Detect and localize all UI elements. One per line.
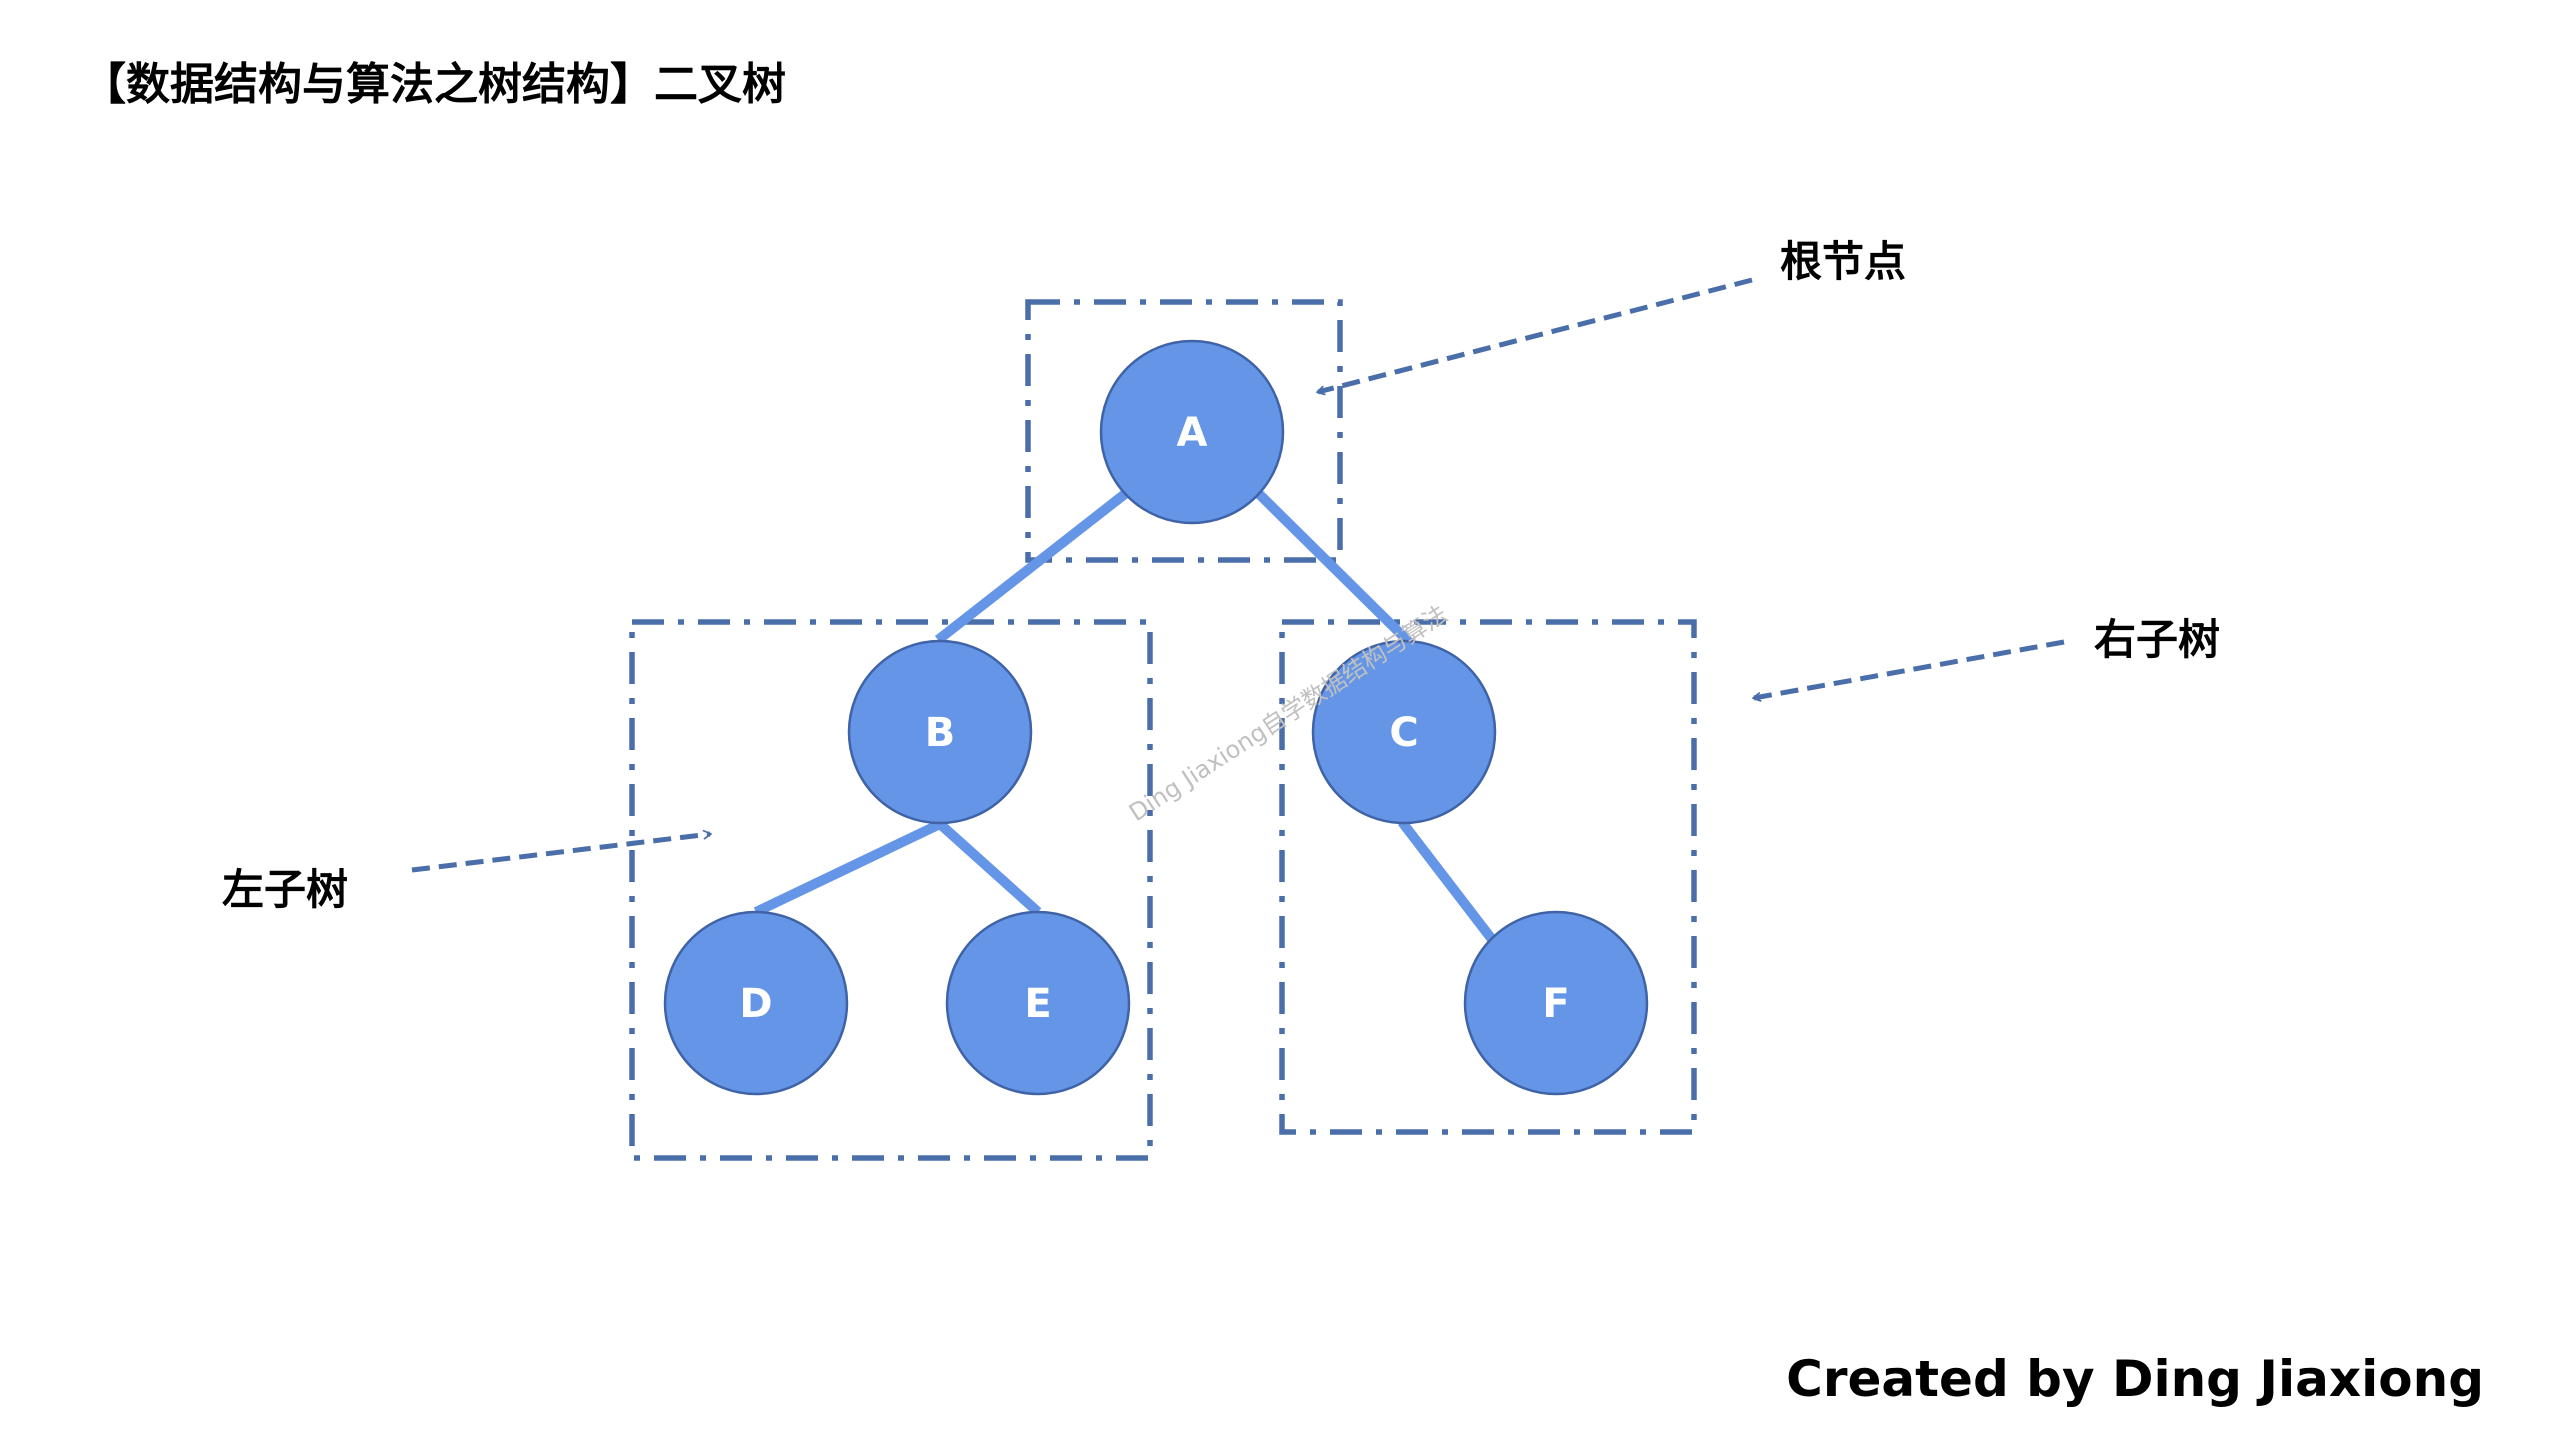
edge-a-c bbox=[1251, 486, 1416, 649]
edge-c-f bbox=[1398, 818, 1498, 946]
node-label-f: F bbox=[1542, 981, 1569, 1027]
right-subtree-arrow bbox=[1752, 639, 2065, 702]
node-label-c: C bbox=[1389, 710, 1418, 756]
tree-node-f: F bbox=[1463, 910, 1649, 1096]
tree-node-e: E bbox=[945, 910, 1131, 1096]
tree-node-d: D bbox=[663, 910, 849, 1096]
tree-node-b: B bbox=[847, 639, 1033, 825]
author-credit: Created by Ding Jiaxiong bbox=[1786, 1350, 2484, 1408]
right-subtree-annotation-label: 右子树 bbox=[2094, 615, 2220, 664]
right-subtree-region-box bbox=[1279, 619, 1697, 1135]
root-region-box bbox=[1025, 299, 1343, 563]
page-title: 【数据结构与算法之树结构】二叉树 bbox=[82, 59, 786, 110]
tree-node-c: C bbox=[1311, 639, 1497, 825]
node-label-b: B bbox=[925, 710, 956, 756]
root-annotation-label: 根节点 bbox=[1780, 237, 1906, 286]
node-label-d: D bbox=[739, 981, 772, 1027]
root-arrow bbox=[1316, 277, 1753, 396]
left-subtree-annotation-label: 左子树 bbox=[222, 865, 348, 914]
edge-a-b bbox=[934, 486, 1134, 644]
edge-b-e bbox=[936, 820, 1042, 916]
node-label-a: A bbox=[1177, 410, 1208, 456]
left-subtree-arrow bbox=[411, 829, 712, 873]
tree-node-a: A bbox=[1099, 339, 1285, 525]
node-label-e: E bbox=[1024, 981, 1051, 1027]
edge-b-d bbox=[753, 819, 943, 917]
